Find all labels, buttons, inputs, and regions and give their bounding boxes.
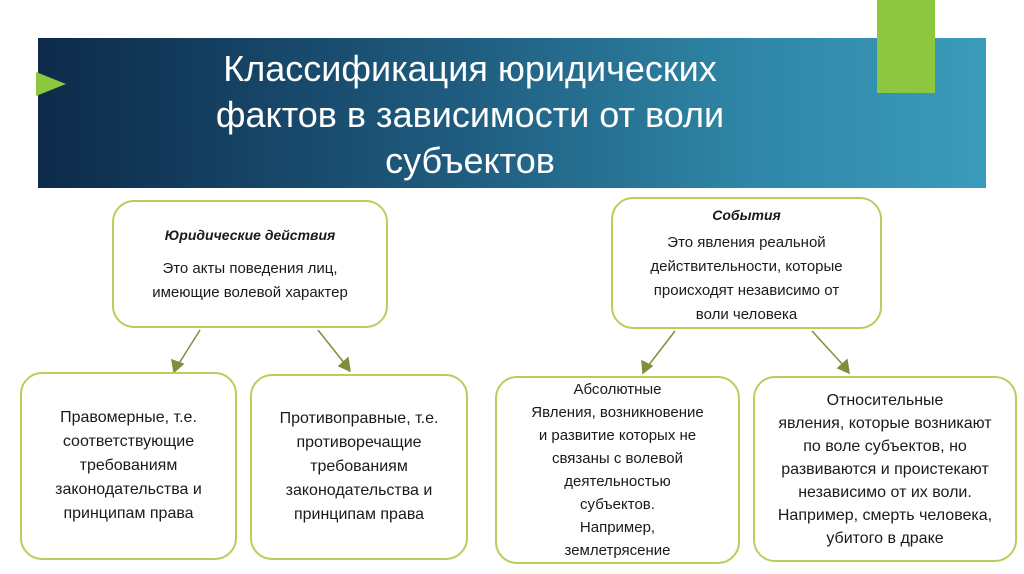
arrow-events-absolute xyxy=(647,330,676,367)
arrow-events-relative xyxy=(811,330,845,367)
relative-text-5: независимо от их воли. xyxy=(798,483,972,501)
unlawful-box: Противоправные, т.е. противоречащие треб… xyxy=(250,374,468,560)
events-text-4: воли человека xyxy=(695,306,798,323)
absolute-text-6: субъектов. xyxy=(580,496,655,513)
arrow-head-absolute xyxy=(641,359,654,375)
lawful-text-2: соответствующие xyxy=(62,433,195,450)
absolute-text-3: и развитие которых не xyxy=(538,427,697,444)
unlawful-text-1: Противоправные, т.е. xyxy=(279,410,439,427)
arrow-actions-unlawful xyxy=(317,329,346,365)
arrow-head-unlawful xyxy=(337,356,351,373)
relative-text-2: явления, которые возникают xyxy=(778,414,992,432)
relative-text-7: убитого в драке xyxy=(826,529,944,547)
absolute-text-2: Явления, возникновение xyxy=(531,404,704,421)
legal-actions-box: Юридические действия Это акты поведения … xyxy=(112,200,388,328)
legal-actions-heading: Юридические действия xyxy=(164,227,336,243)
absolute-text-7: Например, xyxy=(579,519,656,536)
arrow-head-relative xyxy=(836,358,850,375)
relative-events-box: Относительные явления, которые возникают… xyxy=(753,376,1017,562)
title-banner xyxy=(38,38,986,188)
arrow-head-lawful xyxy=(171,358,185,374)
lawful-text-5: принципам права xyxy=(63,505,194,522)
lawful-box: Правомерные, т.е. соответствующие требов… xyxy=(20,372,237,560)
relative-text-4: развиваются и проистекают xyxy=(781,460,989,478)
unlawful-text-3: требованиям xyxy=(310,458,408,475)
events-text-1: Это явления реальной xyxy=(667,234,826,251)
legal-actions-text-1: Это акты поведения лиц, xyxy=(162,260,338,277)
absolute-events-box: Абсолютные Явления, возникновение и разв… xyxy=(495,376,740,564)
absolute-text-8: землетрясение xyxy=(564,542,671,559)
unlawful-text-2: противоречащие xyxy=(296,434,422,451)
unlawful-text-5: принципам права xyxy=(293,506,425,523)
accent-bar xyxy=(877,0,935,93)
title-line-2: фактов в зависимости от воли xyxy=(215,94,725,135)
relative-text-6: Например, смерть человека, xyxy=(777,506,993,524)
events-text-3: происходят независимо от xyxy=(653,282,840,299)
absolute-text-1: Абсолютные xyxy=(573,381,662,398)
lawful-text-1: Правомерные, т.е. xyxy=(60,409,197,426)
title-line-1: Классификация юридических xyxy=(223,48,717,89)
absolute-text-4: связаны с волевой xyxy=(552,450,683,467)
title-line-3: субъектов xyxy=(385,140,555,181)
relative-text-3: по воле субъектов, но xyxy=(803,437,967,455)
events-text-2: действительности, которые xyxy=(650,258,843,275)
legal-actions-text-2: имеющие волевой характер xyxy=(152,284,348,301)
lawful-text-4: законодательства и xyxy=(55,481,202,498)
play-arrow-icon xyxy=(36,72,66,96)
slide-title: Классификация юридических фактов в завис… xyxy=(90,46,850,184)
arrow-actions-lawful xyxy=(177,329,201,366)
lawful-text-3: требованиям xyxy=(79,457,178,474)
events-box: События Это явления реальной действитель… xyxy=(611,197,882,329)
events-heading: События xyxy=(712,207,781,223)
absolute-text-5: деятельностью xyxy=(564,473,671,490)
unlawful-text-4: законодательства и xyxy=(285,482,433,499)
relative-text-1: Относительные xyxy=(826,391,944,409)
